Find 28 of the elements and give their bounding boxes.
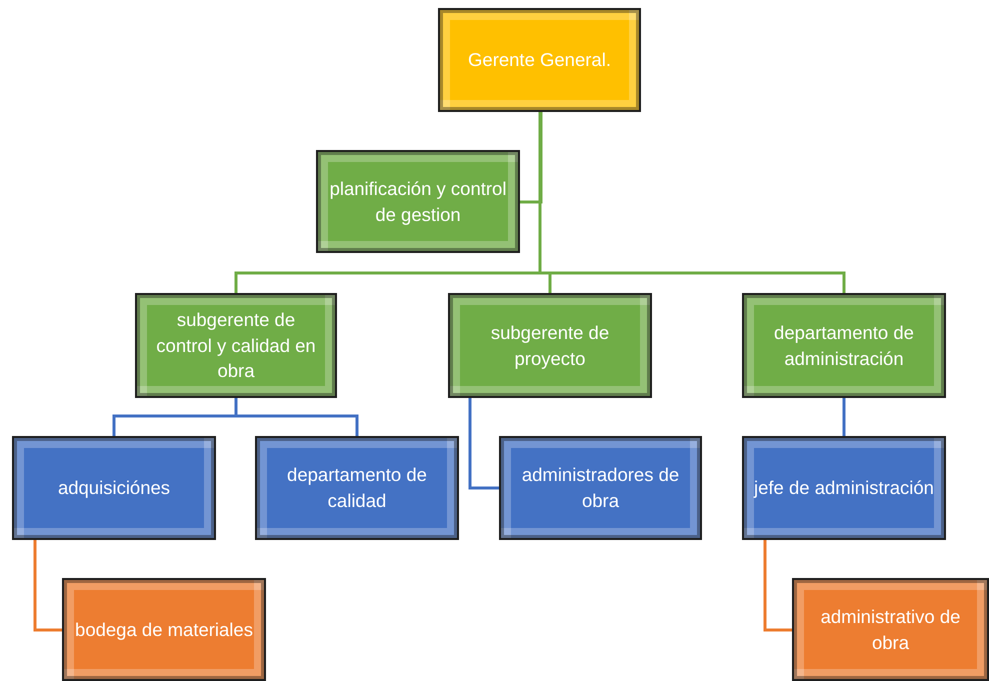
role-title: jefe de administración — [754, 476, 934, 500]
role-title: adquisiciónes — [58, 476, 170, 500]
role-title: bodega de materiales — [75, 618, 253, 642]
org-box — [499, 436, 702, 540]
role-title: subgerente de proyecto — [490, 320, 610, 371]
role-title: Gerente General. — [468, 48, 611, 72]
connector-line — [520, 112, 542, 204]
connector-line — [34, 540, 62, 632]
org-box — [742, 293, 946, 398]
org-box — [62, 578, 266, 681]
role-title: administradores de obra — [520, 463, 680, 513]
connector-line — [468, 398, 499, 490]
org-box — [316, 150, 520, 253]
role-title: administrativo de obra — [820, 604, 962, 654]
role-title: planificación y control de gestion — [328, 176, 508, 227]
org-box — [135, 293, 337, 398]
org-box — [255, 436, 459, 540]
connector-line — [842, 398, 846, 436]
org-box — [742, 436, 946, 540]
org-box — [438, 8, 641, 112]
org-box — [792, 578, 989, 681]
role-title: departamento de administración — [773, 320, 915, 370]
org-box — [448, 293, 652, 398]
role-title: departamento de calidad — [286, 463, 428, 513]
connector-line — [234, 398, 358, 436]
connector-line — [764, 540, 792, 632]
org-box — [12, 436, 216, 540]
role-title: subgerente de control y calidad en obra — [155, 308, 317, 384]
